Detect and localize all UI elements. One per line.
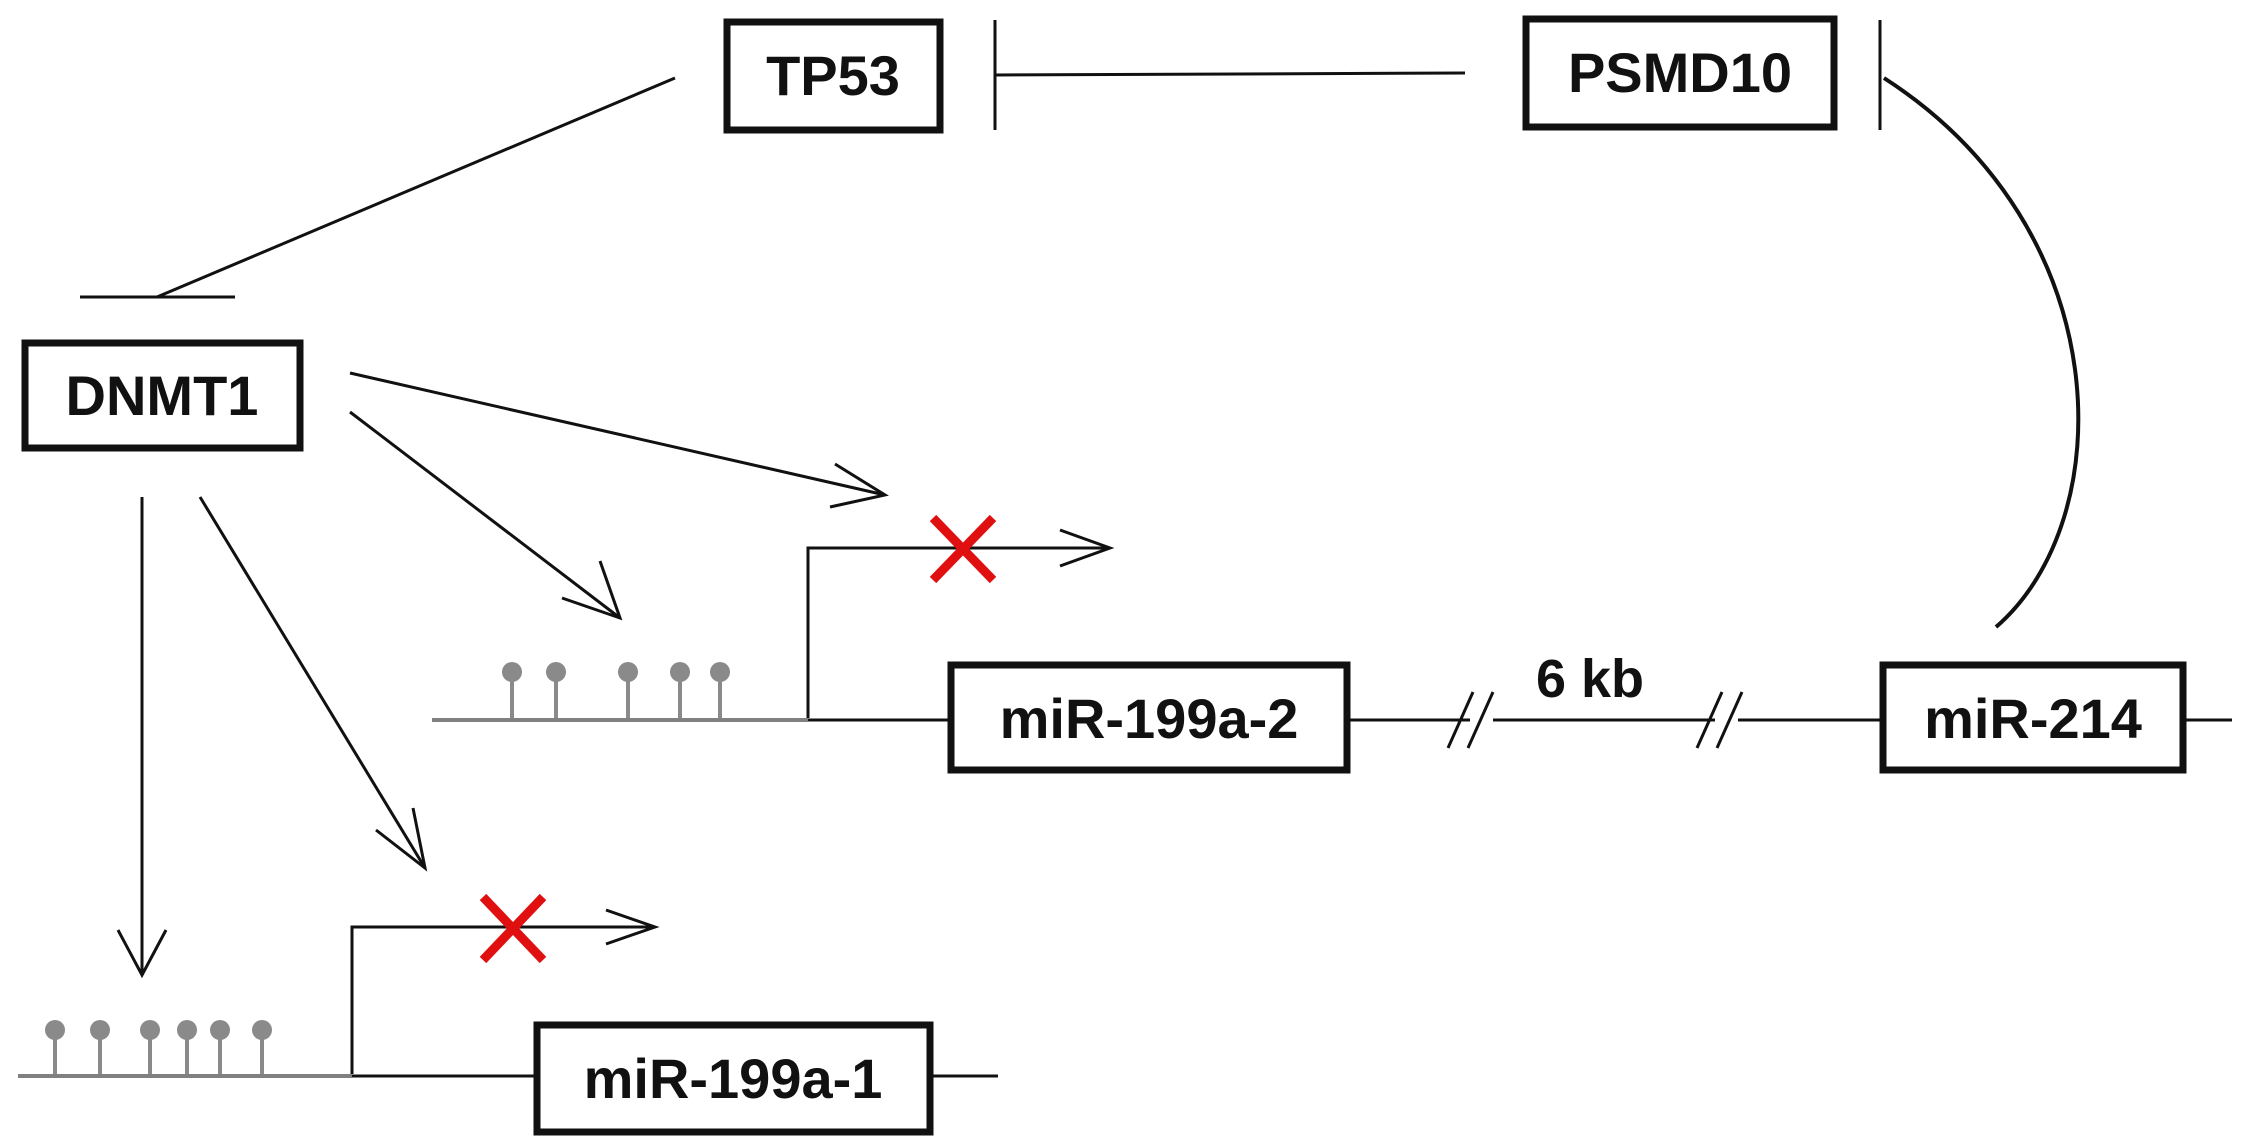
lollipop-icon [90,1020,110,1074]
psmd10-inhibits-tp53-edge [993,20,1466,130]
transcription-start-arrow [350,908,660,1074]
red-x-icon [929,514,997,584]
mir214-node: miR-214 [1879,661,2187,774]
transcription-start-arrow [806,528,1115,718]
dnmt1-to-mir199a1-promoter-arrow [198,496,428,872]
dnmt1-node: DNMT1 [21,339,304,452]
break-mark-icon [1446,691,1495,749]
mir199a1-locus [18,893,998,1078]
psmd10-label: PSMD10 [1568,41,1792,104]
dnmt1-label: DNMT1 [66,364,259,427]
lollipop-icon [670,662,690,718]
lollipop-icon [45,1020,65,1074]
mir199a1-node: miR-199a-1 [533,1021,934,1136]
methylation-marks [45,1020,272,1074]
lollipop-icon [252,1020,272,1074]
lollipop-icon [618,662,638,718]
lollipop-icon [546,662,566,718]
tp53-inhibits-dnmt1-edge [80,76,676,299]
red-x-icon [479,893,547,964]
mir199a2-label: miR-199a-2 [1000,687,1299,750]
methylation-marks [502,662,730,718]
tp53-label: TP53 [766,44,900,107]
mir214-label: miR-214 [1924,687,2142,750]
break-mark-icon [1695,691,1744,749]
tp53-node: TP53 [723,18,944,134]
lollipop-icon [502,662,522,718]
dnmt1-to-mir199a1-cpg-arrow [116,497,168,979]
lollipop-icon [210,1020,230,1074]
mir199a1-label: miR-199a-1 [584,1047,883,1110]
lollipop-icon [177,1020,197,1074]
psmd10-node: PSMD10 [1522,15,1838,131]
dnmt1-to-mir199a2-cpg-arrow [349,410,623,621]
lollipop-icon [710,662,730,718]
distance-label: 6 kb [1536,649,1644,709]
dnmt1-to-mir199a2-promoter-arrow [349,371,889,509]
mir199a2-node: miR-199a-2 [947,661,1351,774]
mir214-inhibits-psmd10-edge [1878,20,2081,629]
lollipop-icon [140,1020,160,1074]
